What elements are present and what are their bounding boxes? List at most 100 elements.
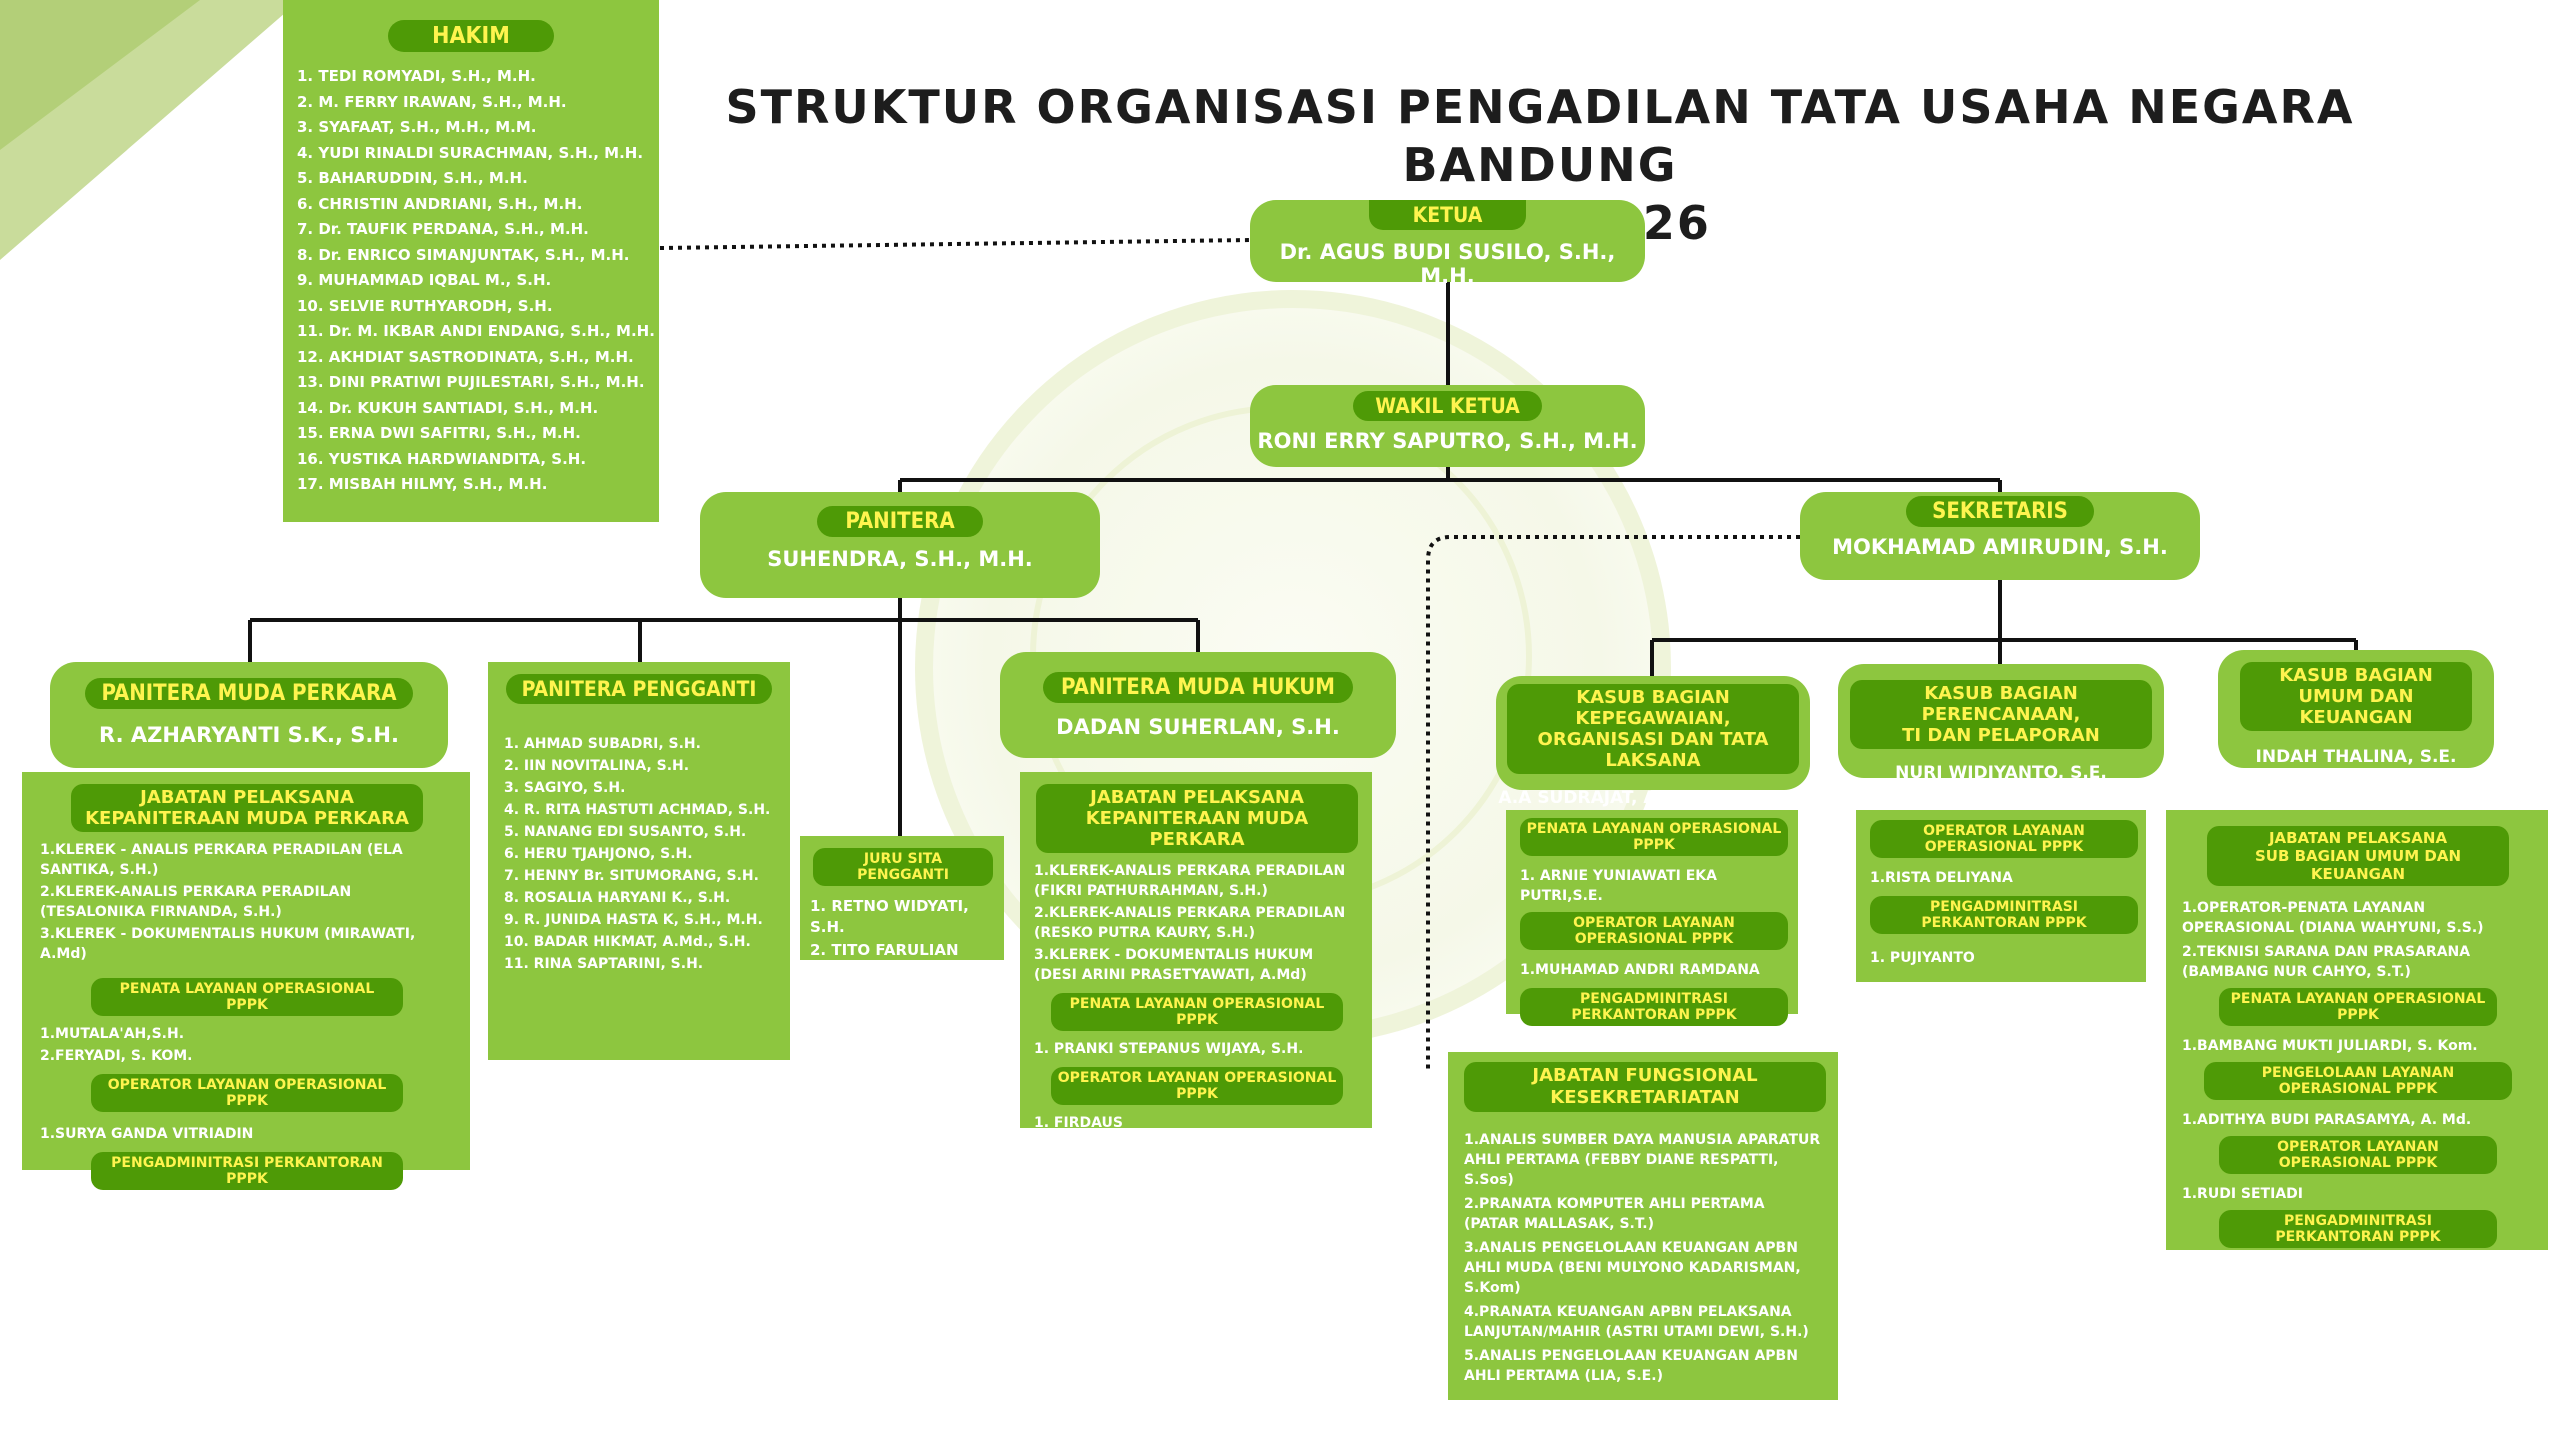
sekretaris-box: SEKRETARIS MOKHAMAD AMIRUDIN, S.H. [1800,492,2200,580]
pmp-detail-box: JABATAN PELAKSANA KEPANITERAAN MUDA PERK… [22,772,470,1220]
fungsional-label: JABATAN FUNGSIONAL KESEKRETARIATAN [1464,1062,1826,1112]
pmp-operator-label: OPERATOR LAYANAN OPERASIONAL PPPK [91,1074,403,1112]
pmp-penata-label: PENATA LAYANAN OPERASIONAL PPPK [91,978,403,1016]
pmp-operator-list: 1.SURYA GANDA VITRIADIN [40,1124,454,1144]
umum-label: KASUB BAGIAN UMUM DAN KEUANGAN [2240,662,2472,731]
ptip-operator-label: OPERATOR LAYANAN OPERASIONAL PPPK [1870,820,2138,858]
title-line-1: STRUKTUR ORGANISASI PENGADILAN TATA USAH… [725,80,2355,192]
js-box: JURU SITA PENGGANTI 1. RETNO WIDYATI, S.… [800,836,1004,960]
ptip-box: KASUB BAGIAN PERENCANAAN, TI DAN PELAPOR… [1838,664,2164,783]
kepeg-penata-list: 1. ARNIE YUNIAWATI EKA PUTRI,S.E. [1520,866,1788,906]
ketua-name: Dr. AGUS BUDI SUSILO, S.H., M.H. [1279,240,1616,288]
list-item: 10. SELVIE RUTHYARODH, S.H. [297,296,553,315]
pmh-label: PANITERA MUDA HUKUM [1043,672,1353,703]
kepeg-detail-box: PENATA LAYANAN OPERASIONAL PPPK 1. ARNIE… [1506,810,1798,1054]
list-item: 2. IIN NOVITALINA, S.H. [504,758,690,774]
js-label: JURU SITA PENGGANTI [813,848,993,886]
list-item: 12. AKHDIAT SASTRODINATA, S.H., M.H. [297,347,634,366]
panitera-label: PANITERA [817,506,983,537]
ptip-name: NURI WIDIYANTO, S.E. [1895,763,2107,783]
list-item: 1. ARNIE YUNIAWATI EKA PUTRI,S.E. [1520,868,1717,904]
list-item: 11. Dr. M. IKBAR ANDI ENDANG, S.H., M.H. [297,322,655,340]
list-item: 1.KLEREK - ANALIS PERKARA PERADILAN (ELA… [40,842,403,878]
list-item: 17. MISBAH HILMY, S.H., M.H. [297,475,548,493]
list-item: 3.KLEREK - DOKUMENTALIS HUKUM (DESI ARIN… [1034,947,1314,983]
js-list: 1. RETNO WIDYATI, S.H. 2. TITO FARULIAN [810,896,996,961]
list-item: 1. TEDI ROMYADI, S.H., M.H. [297,67,536,85]
kepeg-operator-label: OPERATOR LAYANAN OPERASIONAL PPPK [1520,912,1788,950]
pmp-jab-list: 1.KLEREK - ANALIS PERKARA PERADILAN (ELA… [40,840,454,964]
pmh-penata-list: 1. PRANKI STEPANUS WIJAYA, S.H. [1034,1039,1360,1059]
list-item: 6. CHRISTIN ANDRIANI, S.H., M.H. [297,194,583,213]
ptip-detail-box: OPERATOR LAYANAN OPERASIONAL PPPK 1.RIST… [1856,810,2146,982]
sekretaris-name: MOKHAMAD AMIRUDIN, S.H. [1832,535,2168,559]
list-item: 2.KLEREK-ANALIS PERKARA PERADILAN (RESKO… [1034,905,1346,941]
pmp-box: PANITERA MUDA PERKARA R. AZHARYANTI S.K.… [50,662,448,768]
hakim-list: 1. TEDI ROMYADI, S.H., M.H.2. M. FERRY I… [297,66,659,495]
list-item: 1. FIRDAUS [1034,1115,1123,1131]
list-item: 1. PRANKI STEPANUS WIJAYA, S.H. [1034,1041,1304,1057]
list-item: 1.SURYA GANDA VITRIADIN [40,1126,254,1142]
umum-jab-list: 1.OPERATOR-PENATA LAYANAN OPERASIONAL (D… [2182,898,2534,982]
list-item: 10. BADAR HIKMAT, A.Md., S.H. [504,934,751,950]
list-item: 1.BAMBANG MUKTI JULIARDI, S. Kom. [2182,1038,2478,1054]
list-item: 1.ADITHYA BUDI PARASAMYA, A. Md. [2182,1112,2472,1128]
list-item: 1.REZKA NUR FADILLAH [40,1204,227,1220]
ptip-operator-list: 1.RISTA DELIYANA [1870,868,2136,888]
wakil-ketua-name: RONI ERRY SAPUTRO, S.H., M.H. [1257,429,1638,453]
pmp-label: PANITERA MUDA PERKARA [85,678,413,709]
list-item: 1. RETNO WIDYATI, S.H. [810,897,969,936]
pmh-detail-box: JABATAN PELAKSANA KEPANITERAAN MUDA PERK… [1020,772,1372,1131]
kepeg-penata-label: PENATA LAYANAN OPERASIONAL PPPK [1520,818,1788,856]
list-item: 2.TEKNISI SARANA DAN PRASARANA (BAMBANG … [2182,944,2471,980]
ptip-label: KASUB BAGIAN PERENCANAAN, TI DAN PELAPOR… [1850,680,2152,749]
umum-detail-box: JABATAN PELAKSANA SUB BAGIAN UMUM DAN KE… [2166,810,2548,1276]
list-item: 7. Dr. TAUFIK PERDANA, S.H., M.H. [297,220,589,238]
umum-pengad-label: PENGADMINITRASI PERKANTORAN PPPK [2219,1210,2497,1248]
list-item: 1.YANA WIJANA [2182,1260,2304,1276]
umum-jab-label: JABATAN PELAKSANA SUB BAGIAN UMUM DAN KE… [2207,826,2509,886]
list-item: 6. HERU TJAHJONO, S.H. [504,846,693,862]
pmh-operator-list: 1. FIRDAUS [1034,1113,1360,1133]
pmh-operator-label: OPERATOR LAYANAN OPERASIONAL PPPK [1051,1067,1343,1105]
list-item: 8. ROSALIA HARYANI K., S.H. [504,890,731,906]
list-item: 9. MUHAMMAD IQBAL M., S.H. [297,271,552,289]
pmh-jab-list: 1.KLEREK-ANALIS PERKARA PERADILAN (FIKRI… [1034,861,1360,985]
ketua-box: KETUA Dr. AGUS BUDI SUSILO, S.H., M.H. [1250,200,1645,288]
pmp-pengad-label: PENGADMINITRASI PERKANTORAN PPPK [91,1152,403,1190]
list-item: 2.PRANATA KOMPUTER AHLI PERTAMA (PATAR M… [1464,1196,1765,1232]
list-item: 3.ANALIS PENGELOLAAN KEUANGAN APBN AHLI … [1464,1240,1801,1296]
list-item: 1. AHMAD SUBADRI, S.H. [504,736,701,752]
list-item: 5.ANALIS PENGELOLAAN KEUANGAN APBN AHLI … [1464,1348,1798,1384]
list-item: 4. R. RITA HASTUTI ACHMAD, S.H. [504,802,771,818]
list-item: 2. TITO FARULIAN [810,941,959,959]
wakil-ketua-label: WAKIL KETUA [1353,391,1542,421]
list-item: 1.MUHAMAD ANDRI RAMDANA [1520,962,1760,978]
page-title: STRUKTUR ORGANISASI PENGADILAN TATA USAH… [650,78,2430,252]
kepeg-label: KASUB BAGIAN KEPEGAWAIAN, ORGANISASI DAN… [1507,684,1799,774]
hakim-box: HAKIM 1. TEDI ROMYADI, S.H., M.H.2. M. F… [283,0,659,522]
pmp-jab-label: JABATAN PELAKSANA KEPANITERAAN MUDA PERK… [71,784,423,832]
panitera-name: SUHENDRA, S.H., M.H. [767,547,1033,571]
umum-penata-label: PENATA LAYANAN OPERASIONAL PPPK [2219,988,2497,1026]
list-item: 1.RISTA DELIYANA [1870,870,2013,886]
list-item: 1.ANALIS SUMBER DAYA MANUSIA APARATUR AH… [1464,1132,1821,1188]
umum-box: KASUB BAGIAN UMUM DAN KEUANGAN INDAH THA… [2218,650,2494,768]
kepeg-pengad-list: 1.MUHAMAD WILDAN WIRANDANI [1520,1036,1788,1056]
list-item: 1.MUHAMAD WILDAN WIRANDANI [1520,1038,1787,1054]
pp-label: PANITERA PENGGANTI [505,674,773,704]
kepeg-pengad-label: PENGADMINITRASI PERKANTORAN PPPK [1520,988,1788,1026]
wakil-ketua-box: WAKIL KETUA RONI ERRY SAPUTRO, S.H., M.H… [1250,385,1645,467]
umum-operator-label: OPERATOR LAYANAN OPERASIONAL PPPK [2219,1136,2497,1174]
panitera-box: PANITERA SUHENDRA, S.H., M.H. [700,492,1100,598]
pmh-name: DADAN SUHERLAN, S.H. [1056,715,1340,739]
list-item: 4. YUDI RINALDI SURACHMAN, S.H., M.H. [297,143,644,162]
pp-list: 1. AHMAD SUBADRI, S.H. 2. IIN NOVITALINA,… [504,734,790,974]
pmh-penata-label: PENATA LAYANAN OPERASIONAL PPPK [1051,993,1343,1031]
hakim-label: HAKIM [388,20,554,52]
ketua-label: KETUA [1368,200,1527,230]
list-item: 3.KLEREK - DOKUMENTALIS HUKUM (MIRAWATI,… [40,926,416,962]
kepeg-name: A.A SUDRAJAT, A.Md.,S.T., M.A.P [1498,788,1808,808]
list-item: 1.RUDI SETIADI [2182,1186,2303,1202]
list-item: 1.KLEREK-ANALIS PERKARA PERADILAN (FIKRI… [1034,863,1346,899]
